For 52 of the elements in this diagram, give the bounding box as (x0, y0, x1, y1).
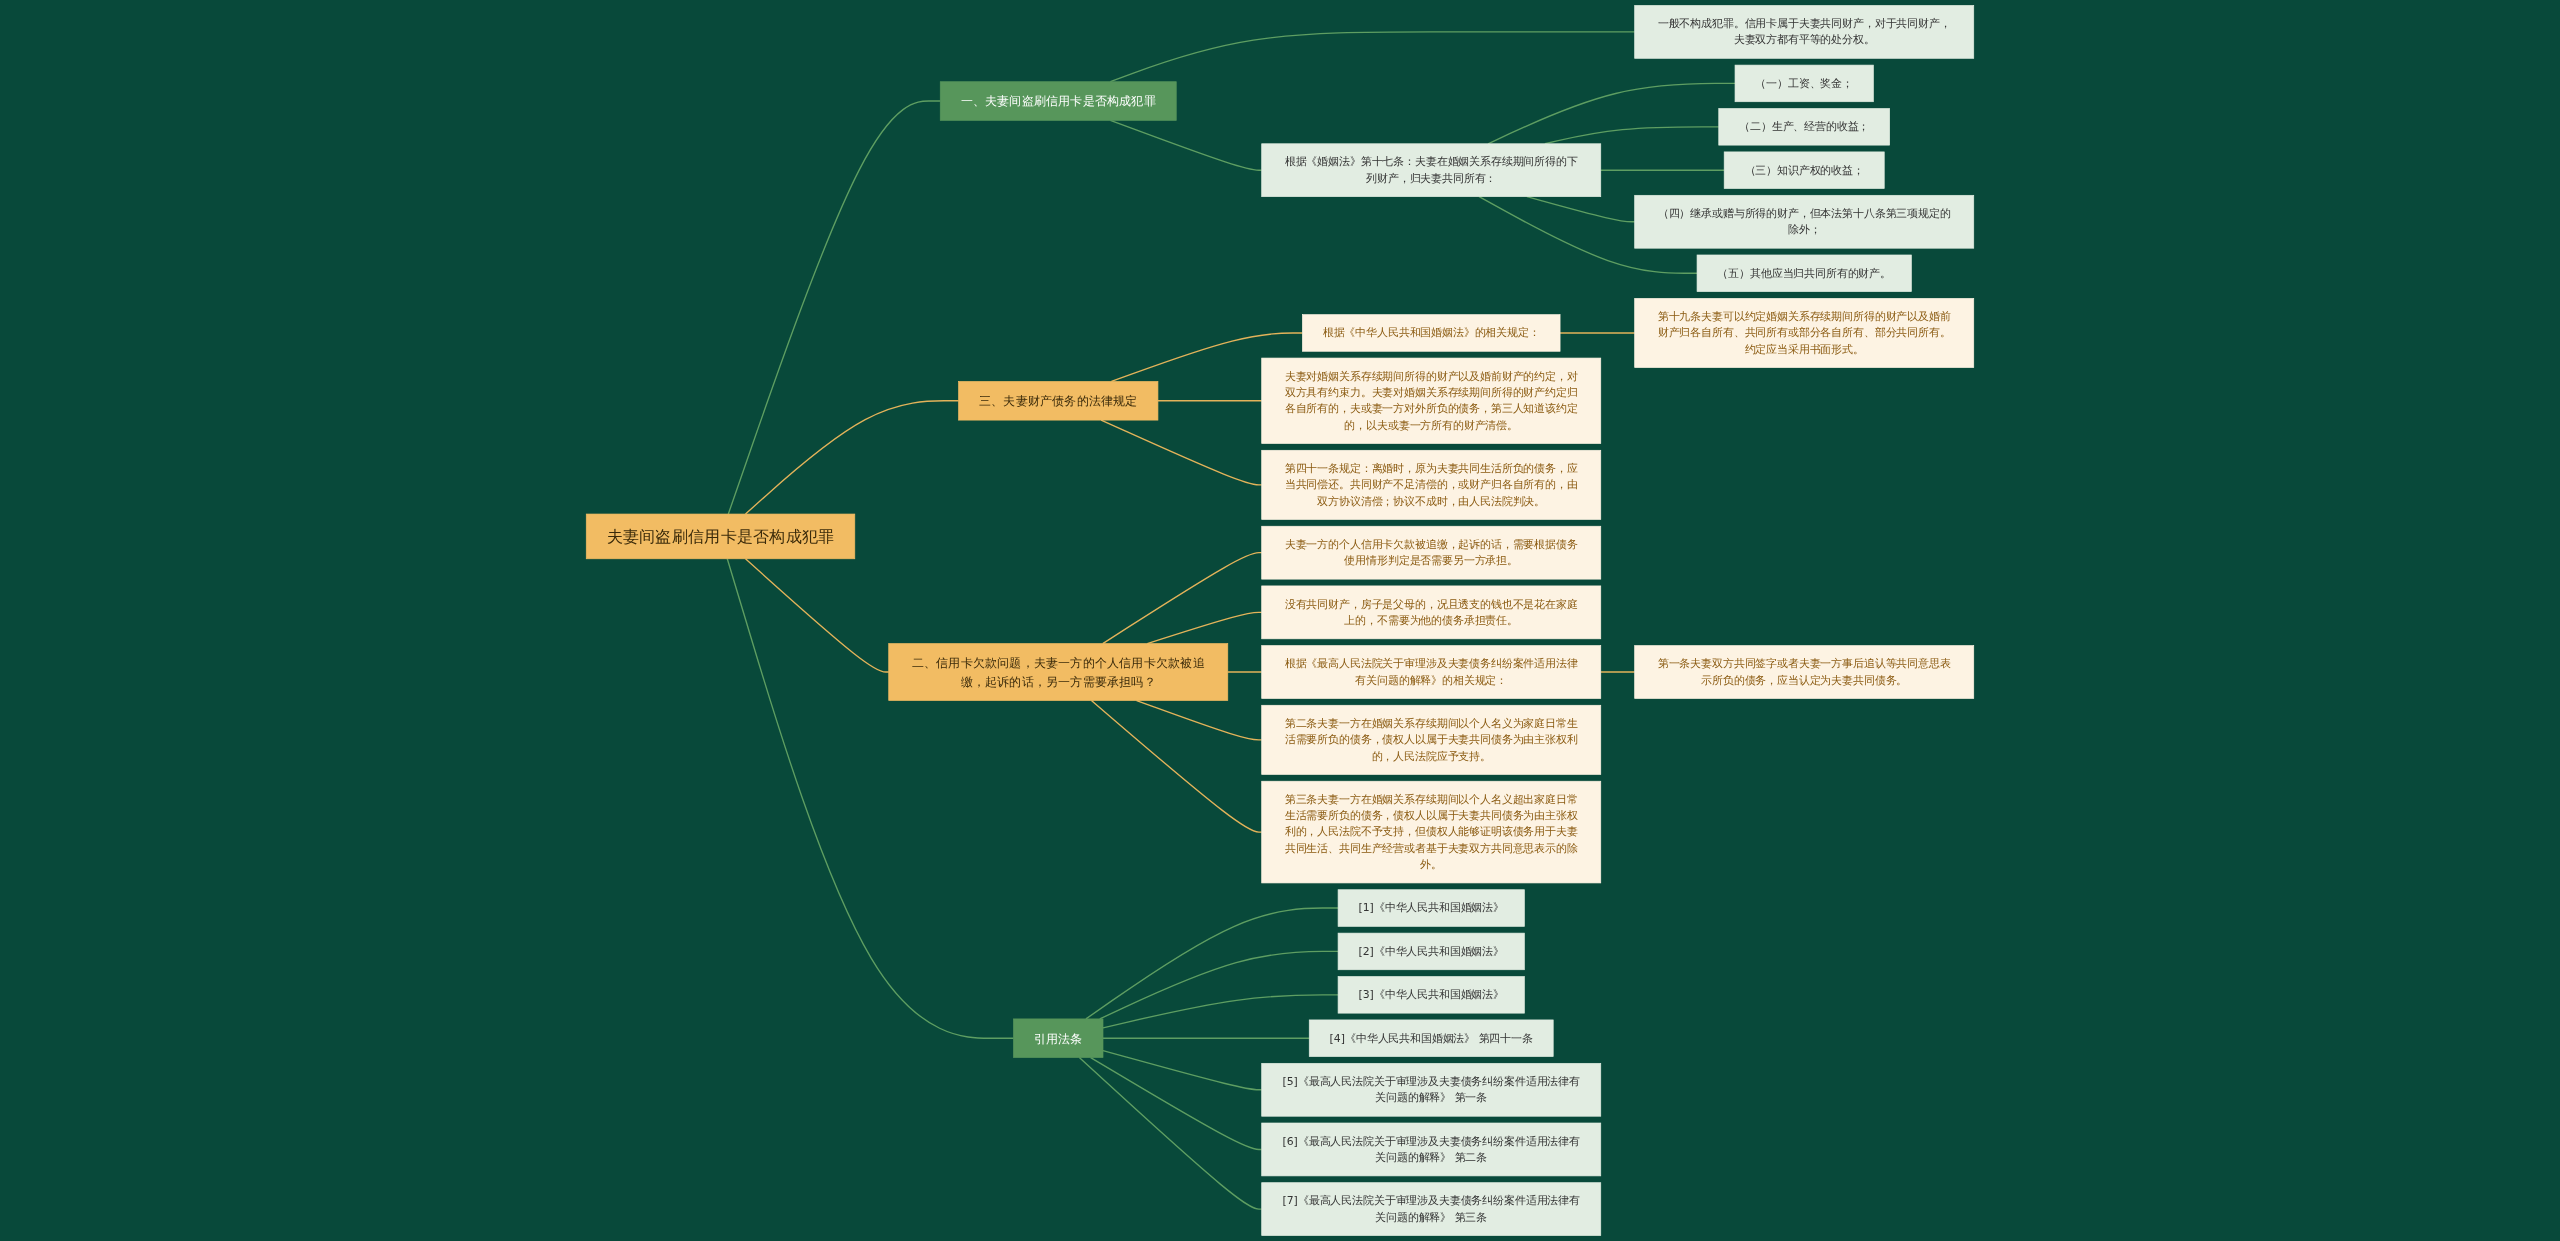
connector (1559, 332, 1636, 334)
connector (1078, 1056, 1263, 1210)
connector (1090, 699, 1263, 833)
connector (1110, 332, 1304, 383)
connector (1090, 1056, 1263, 1151)
connector (727, 100, 941, 515)
connector (1600, 671, 1636, 673)
node-box: 第一条夫妻双方共同签字或者夫妻一方事后追认等共同意思表示所负的债务，应当认定为夫妻共同债务。 (1634, 645, 1975, 699)
node-box: 一、夫妻间盗刷信用卡是否构成犯罪 (939, 81, 1177, 121)
connector (744, 558, 890, 673)
node-box: [6]《最高人民法院关于审理涉及夫妻债务纠纷案件适用法律有关问题的解释》 第二条 (1261, 1122, 1602, 1177)
connector (1102, 994, 1339, 1029)
node-box: [2]《中华人民共和国婚姻法》 (1337, 932, 1525, 971)
node-box: [7]《最高人民法院关于审理涉及夫妻债务纠纷案件适用法律有关问题的解释》 第三条 (1261, 1182, 1602, 1236)
node-box: 一般不构成犯罪。信用卡属于夫妻共同财产，对于共同财产，夫妻双方都有平等的处分权。 (1634, 5, 1975, 59)
connector (1102, 1049, 1263, 1091)
connector (1099, 950, 1339, 1020)
connector (1102, 552, 1263, 645)
connector (1135, 699, 1263, 741)
connector (726, 558, 1015, 1039)
node-box: 根据《中华人民共和国婚姻法》的相关规定： (1302, 314, 1561, 352)
node-box: （五）其他应当归共同所有的财产。 (1696, 254, 1912, 292)
connector (1157, 400, 1263, 402)
connector (1478, 196, 1698, 274)
node-box: 根据《最高人民法院关于审理涉及夫妻债务纠纷案件适用法律有关问题的解释》的相关规定： (1261, 645, 1602, 699)
node-box: 根据《婚姻法》第十七条：夫妻在婚姻关系存续期间所得的下列财产，归夫妻共同所有： (1261, 143, 1602, 197)
connector (1102, 1037, 1310, 1039)
node-box: 引用法条 (1013, 1018, 1104, 1058)
node-box: [1]《中华人民共和国婚姻法》 (1337, 889, 1525, 927)
connector (744, 400, 960, 515)
node-box: 第十九条夫妻可以约定婚姻关系存续期间所得的财产以及婚前财产归各自所有、共同所有或部分各自所有、部分共同所有。约定应当采用书面形式。 (1634, 298, 1975, 368)
node-box: （一）工资、奖金； (1734, 64, 1874, 103)
node-box: [4]《中华人民共和国婚姻法》 第四十一条 (1308, 1019, 1554, 1057)
node-box: 第四十一条规定：离婚时，原为夫妻共同生活所负的债务，应当共同偿还。共同财产不足清偿的，或财产归各自所有的，由双方协议清偿；协议不成时，由人民法院判决。 (1261, 449, 1602, 520)
connector (1600, 169, 1725, 171)
node-box: （四）继承或赠与所得的财产，但本法第十八条第三项规定的除外； (1634, 194, 1975, 249)
node-box: （二）生产、经营的收益； (1718, 108, 1890, 146)
node-box: 第三条夫妻一方在婚姻关系存续期间以个人名义超出家庭日常生活需要所负的债务，债权人以属于夫妻共同债务为由主张权利的，人民法院不予支持，但债权人能够证明该债务用于夫妻共同生活、共同生产经营或者基于夫妻双方共同意思表示的除外。 (1261, 780, 1602, 884)
connector (1487, 82, 1736, 145)
node-box: 夫妻对婚姻关系存续期间所得的财产以及婚前财产的约定，对双方具有约束力。夫妻对婚姻关系存续期间所得的财产约定归各自所有的，夫或妻一方对外所负的债务，第三人知道该约定的，以夫或妻一方所有的财产清偿。 (1261, 357, 1602, 444)
node-box: 夫妻一方的个人信用卡欠款被追缴，起诉的话，需要根据债务使用情形判定是否需要另一方承担。 (1261, 525, 1602, 580)
node-box: [5]《最高人民法院关于审理涉及夫妻债务纠纷案件适用法律有关问题的解释》 第一条 (1261, 1063, 1602, 1117)
node-box: 没有共同财产，房子是父母的，况且透支的钱也不是花在家庭上的，不需要为他的债务承担责任。 (1261, 585, 1602, 640)
node-box: [3]《中华人民共和国婚姻法》 (1337, 976, 1525, 1014)
node-box: 夫妻间盗刷信用卡是否构成犯罪 (585, 513, 856, 560)
connector (1227, 671, 1263, 673)
node-box: （三）知识产权的收益； (1723, 151, 1885, 189)
connector (1085, 907, 1339, 1020)
node-box: 第二条夫妻一方在婚姻关系存续期间以个人名义为家庭日常生活需要所负的债务，债权人以属于夫妻共同债务为由主张权利的，人民法院应予支持。 (1261, 704, 1602, 775)
node-box: 二、信用卡欠款问题，夫妻一方的个人信用卡欠款被追缴，起诉的话，另一方需要承担吗？ (888, 643, 1229, 701)
node-box: 三、夫妻财产债务的法律规定 (958, 381, 1159, 421)
connector (1100, 419, 1263, 486)
